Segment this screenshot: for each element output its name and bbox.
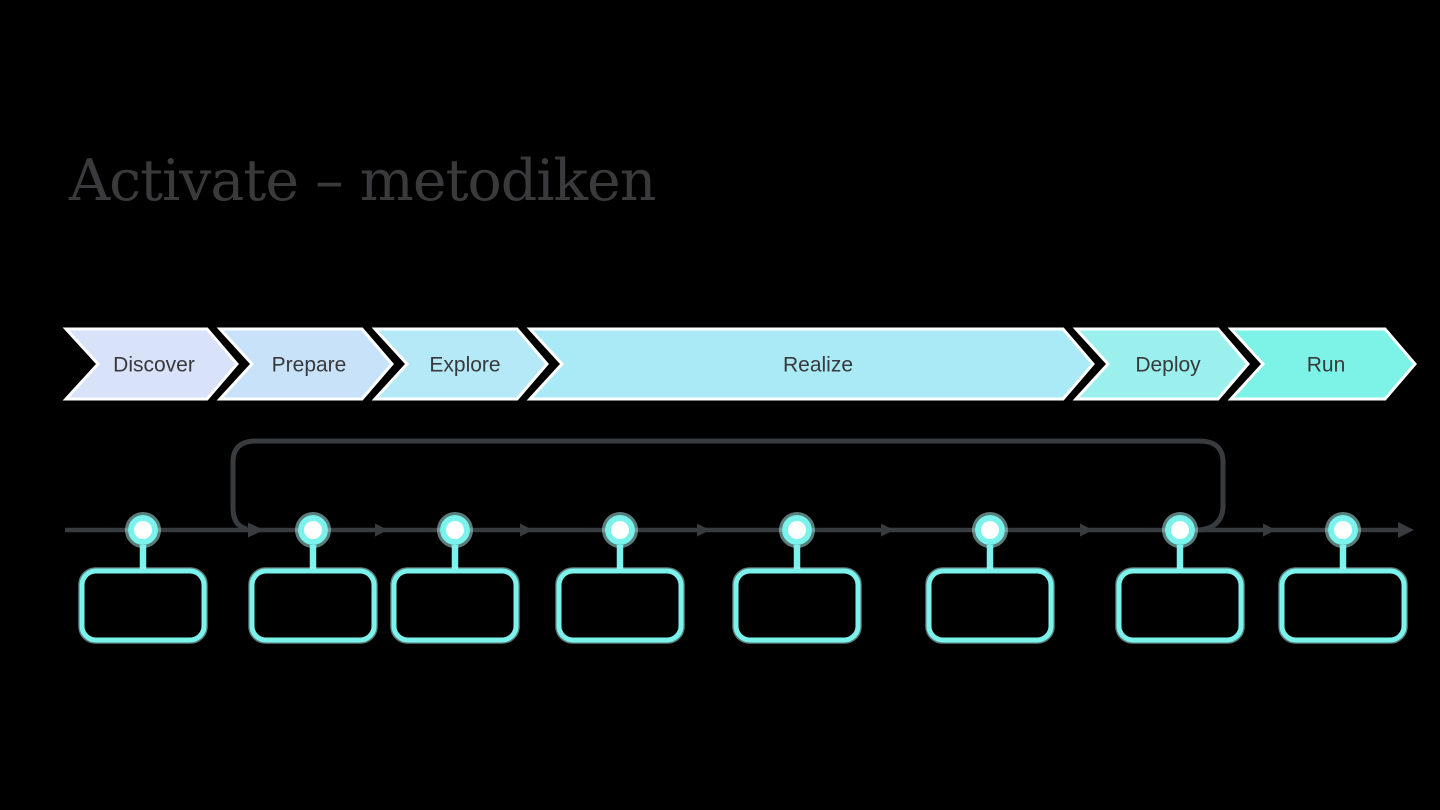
milestone-box [1116, 568, 1244, 643]
milestone-7 [1115, 512, 1245, 644]
milestone-5 [732, 512, 862, 644]
milestone-box [79, 568, 207, 643]
phase-chevron-discover: Discover [62, 327, 239, 401]
milestone-dot [1165, 515, 1195, 545]
milestone-box-halo [925, 567, 1055, 644]
chevron-shape [526, 327, 1095, 401]
timeline-end-arrowhead [1398, 522, 1414, 538]
milestone-box-halo [555, 567, 685, 644]
milestone-box [391, 568, 519, 643]
timeline-arrowhead [697, 523, 710, 537]
milestone-4 [555, 512, 685, 644]
timeline-arrowhead [1263, 523, 1276, 537]
chevron-shape [216, 327, 394, 401]
phase-label-deploy: Deploy [1135, 354, 1201, 377]
milestone-dot [1328, 515, 1358, 545]
milestone-dot [975, 515, 1005, 545]
milestone-box [1279, 568, 1407, 643]
milestone-dot [298, 515, 328, 545]
timeline-arrowhead [375, 523, 388, 537]
milestone-box-halo [248, 567, 378, 644]
phase-chevron-prepare: Prepare [216, 327, 394, 401]
phase-label-discover: Discover [113, 354, 195, 377]
milestone-8 [1278, 512, 1408, 644]
timeline-arrowhead [1080, 523, 1093, 537]
phase-chevron-run: Run [1227, 327, 1417, 401]
phase-label-prepare: Prepare [272, 354, 347, 377]
phase-label-explore: Explore [429, 354, 500, 377]
milestone-3 [390, 512, 520, 644]
milestone-box-halo [78, 567, 208, 644]
milestone-box-halo [732, 567, 862, 644]
milestone-box [556, 568, 684, 643]
feedback-loop [230, 438, 1226, 538]
chevron-shape [1227, 327, 1417, 401]
phase-label-realize: Realize [783, 354, 853, 377]
milestone-box-halo [1278, 567, 1408, 644]
slide-title: Activate – metodiken [69, 148, 656, 214]
phase-chevron-realize: Realize [526, 327, 1095, 401]
milestone-box [733, 568, 861, 643]
chevron-shape [1072, 327, 1250, 401]
phase-chevron-band: Discover Prepare Explore Realize Deploy [62, 327, 1417, 401]
chevron-shape [62, 327, 239, 401]
feedback-loop-line [230, 438, 1226, 533]
phase-label-run: Run [1307, 354, 1346, 377]
phase-chevron-deploy: Deploy [1072, 327, 1250, 401]
phase-chevron-explore: Explore [371, 327, 549, 401]
milestone-box [249, 568, 377, 643]
milestone-1 [78, 512, 208, 644]
milestone-dot [782, 515, 812, 545]
milestone-dot [440, 515, 470, 545]
milestone-box [926, 568, 1054, 643]
milestone-2 [248, 512, 378, 644]
milestone-6 [925, 512, 1055, 644]
timeline-arrowhead [881, 523, 894, 537]
milestone-box-halo [1115, 567, 1245, 644]
milestone-box-halo [390, 567, 520, 644]
chevron-shape [371, 327, 549, 401]
milestone-dot [128, 515, 158, 545]
milestones [78, 512, 1408, 644]
timeline-arrowhead [520, 523, 533, 537]
milestone-dot [605, 515, 635, 545]
